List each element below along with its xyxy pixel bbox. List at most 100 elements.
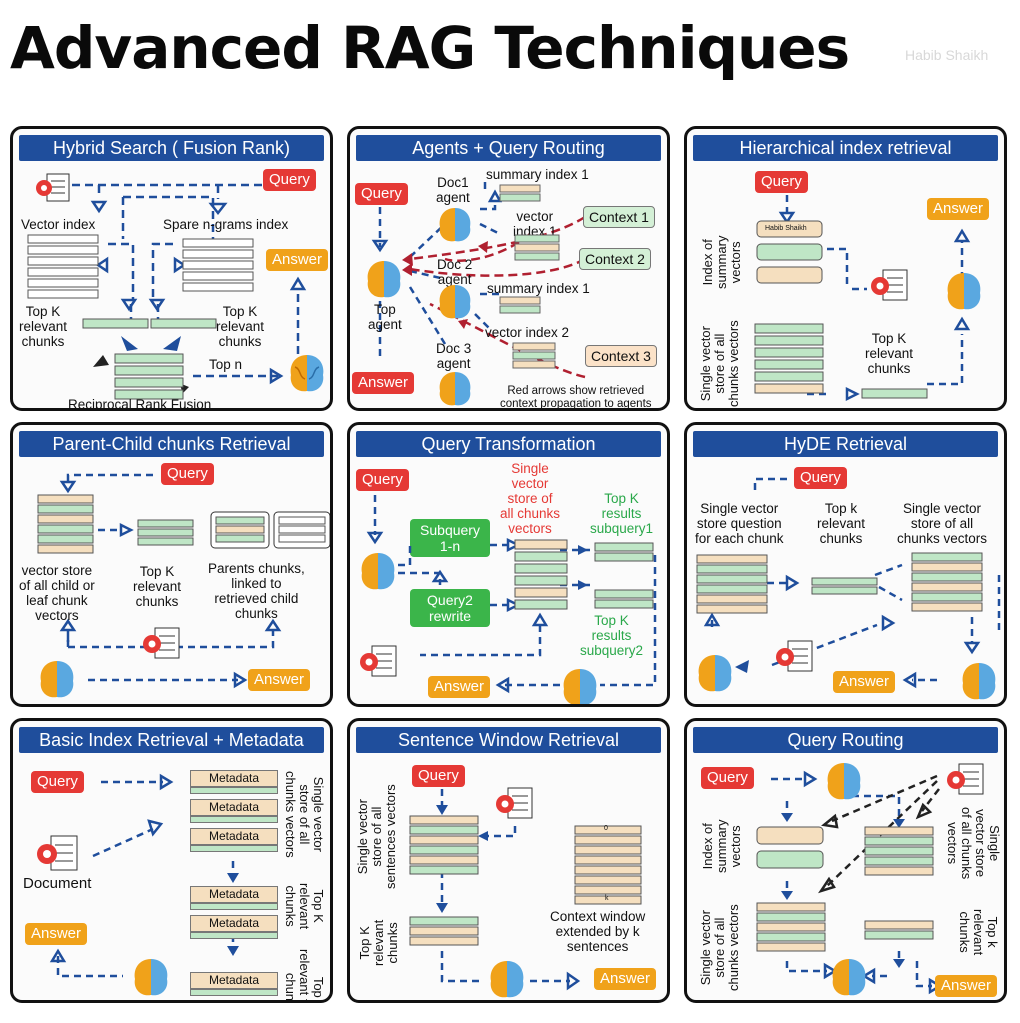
doc2-label: Doc 2 agent [437, 257, 473, 287]
panel-header: Sentence Window Retrieval [356, 727, 661, 753]
panel-header: Hierarchical index retrieval [693, 135, 998, 161]
metadata-bar [190, 989, 278, 996]
gear-document-icon [776, 640, 813, 672]
panel-basic-metadata: Basic Index Retrieval + Metadata Query M… [10, 718, 333, 1003]
gear-document-icon [143, 627, 180, 659]
brain-icon [439, 372, 471, 406]
watermark: Habib Shaikh [905, 47, 989, 63]
parent-child-shapes [37, 473, 330, 689]
brain-icon [40, 661, 74, 698]
index-summary-label: Index of summary vectors [700, 235, 743, 289]
topk-label: Top K relevant chunks [865, 331, 914, 376]
topk-right-label: Top K relevant chunks [216, 304, 265, 349]
panel-hierarchical-index: Hierarchical index retrieval Query Answe… [684, 126, 1007, 411]
brain-icon [832, 959, 866, 996]
vector-index-2-label: vector index 2 [485, 325, 570, 340]
summary-index-1-label: summary index 1 [486, 167, 589, 182]
metadata-bar [190, 845, 278, 852]
brain-icon [290, 355, 324, 392]
query-label: Query [263, 169, 316, 191]
query-label: Query [412, 765, 465, 787]
query-label: Query [794, 467, 847, 489]
subquery-box: Subquery 1-n [410, 519, 490, 557]
topk-label: Top k relevant chunks [957, 909, 1000, 956]
vector-index-label: Vector index [21, 217, 96, 232]
gear-document-icon [947, 763, 984, 795]
panel-header: HyDE Retrieval [693, 431, 998, 457]
gear-document-icon [360, 645, 397, 677]
query-label: Query [356, 469, 409, 491]
doc3-label: Doc 3 agent [436, 341, 472, 371]
context-2: Context 2 [579, 248, 651, 270]
topn-label: Top n [209, 357, 243, 372]
metadata-bar [190, 816, 278, 823]
metadata-tag: Metadata [190, 799, 278, 816]
answer-label: Answer [266, 249, 329, 271]
topk-label: Top K relevant chunks [133, 564, 182, 609]
brain-icon [827, 763, 861, 800]
panel-query-routing: Query Routing Query Index of summary vec… [684, 718, 1007, 1003]
panel-header: Hybrid Search ( Fusion Rank) [19, 135, 324, 161]
context-window-label: Context window extended by k sentences [550, 909, 646, 954]
metadata-arrows [49, 773, 239, 978]
topk2-label: Top K results subquery2 [580, 613, 644, 658]
window-top-label: 0 [604, 825, 608, 832]
panel-header: Query Transformation [356, 431, 661, 457]
index-summary-label: Index of summary vectors [700, 819, 743, 873]
single-vector-label: Single vector store of all chunks vector… [698, 320, 741, 407]
vector-store-label: vector store of all child or leaf chunk … [19, 563, 95, 623]
query-label: Query [161, 463, 214, 485]
panel-header: Basic Index Retrieval + Metadata [19, 727, 324, 753]
spare-index-label: Spare n-grams index [163, 217, 289, 232]
window-bottom-label: k [605, 895, 609, 902]
metadata-tag: Metadata [190, 972, 278, 989]
query2-box: Query2 rewrite [410, 589, 490, 627]
panel-header: Agents + Query Routing [356, 135, 661, 161]
brain-icon [439, 285, 471, 319]
gear-document-icon [36, 173, 70, 202]
query-label: Query [31, 771, 84, 793]
red-arrows-note: Red arrows show retrieved context propag… [500, 385, 652, 410]
parents-label: Parents chunks, linked to retrieved chil… [208, 561, 305, 621]
panel-hybrid-search: Hybrid Search ( Fusion Rank) Query Vecto… [10, 126, 333, 411]
document-label: Document [23, 875, 92, 892]
gear-document-icon [871, 269, 908, 301]
panel-hyde: HyDE Retrieval Query Single vector store… [684, 422, 1007, 707]
metadata-bar [190, 787, 278, 794]
page-title: Advanced RAG Techniques [10, 14, 850, 82]
agents-stacks [499, 184, 560, 369]
single-vector-left-label: Single vector store of all chunks vector… [698, 904, 741, 991]
card-text: Habib Shaikh [765, 225, 807, 232]
metadata-tag: Metadata [190, 886, 278, 903]
answer-label: Answer [25, 923, 88, 945]
top-agent-label: Top agent [368, 302, 402, 332]
brain-icon [134, 959, 168, 996]
single-q-label: Single vector store question for each ch… [695, 501, 784, 546]
panel-header: Query Routing [693, 727, 998, 753]
panel-parent-child: Parent-Child chunks Retrieval Query vect… [10, 422, 333, 707]
panel-sentence-window: Sentence Window Retrieval Query Single v… [347, 718, 670, 1003]
answer-label: Answer [428, 676, 491, 698]
query-label: Query [701, 767, 754, 789]
single-vector-right-label: Single vector store of all chunks vector… [945, 807, 1002, 880]
doc1-label: Doc1 agent [436, 175, 470, 205]
routing-shapes [756, 770, 943, 995]
topk1-label: Top K results subquery1 [590, 491, 654, 536]
brain-icon [947, 273, 981, 310]
topk-relevant-label: Top K relevant chunks [283, 883, 326, 930]
answer-label: Answer [927, 198, 990, 220]
sentence-window-shapes [409, 789, 642, 991]
context-3: Context 3 [585, 345, 657, 367]
brain-icon [563, 669, 597, 704]
answer-label: Answer [833, 671, 896, 693]
query-label: Query [755, 171, 808, 193]
context-1: Context 1 [583, 206, 655, 228]
hier-shapes [754, 195, 971, 402]
brain-icon [439, 208, 471, 242]
brain-icon [962, 663, 996, 700]
panel-header: Parent-Child chunks Retrieval [19, 431, 324, 457]
metadata-tag: Metadata [190, 770, 278, 787]
summary-index-2-label: summary index 1 [487, 281, 590, 296]
answer-label: Answer [248, 669, 311, 691]
query-label: Query [355, 183, 408, 205]
